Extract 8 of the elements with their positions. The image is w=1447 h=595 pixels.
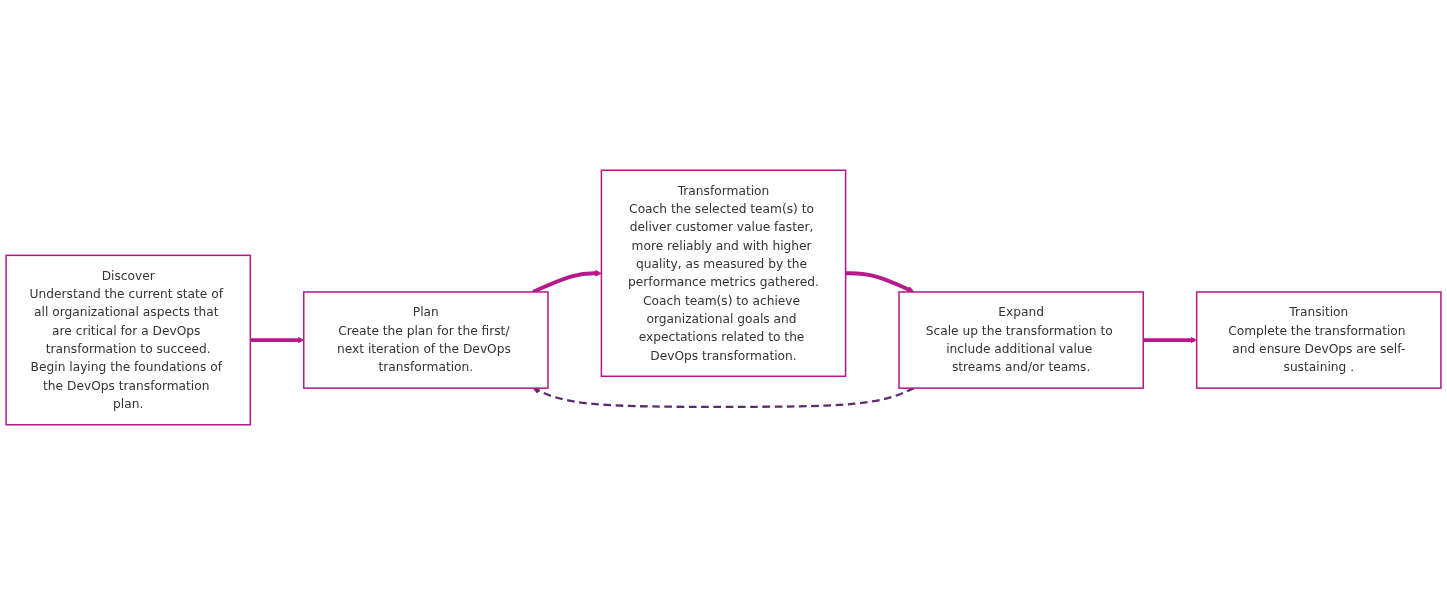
node-box: Transformation Coach the selected team(s) to deliver customer value faster, more reliably and with higher quality, as measured by the performance metrics gathered. Coach team(s) to achieve organizational goals and expectations related to the DevOps transformation. [600,169,847,378]
node-box: Discover Understand the current state of all organizational aspects that are critical for a DevOps transformation to succeed. Begin laying the foundations of the DevOps transformation plan. [5,254,252,426]
arrow [1143,336,1197,344]
node-box: Transition Complete the transformation and ensure DevOps are self-sustaining . [1195,291,1442,389]
arrow [532,387,915,408]
node-box: Expand Scale up the transformation to include additional value streams and/or teams. [898,291,1144,389]
node-box: Plan Create the plan for the first/ next iteration of the DevOps transformation. [303,291,549,389]
arrow [845,271,915,293]
